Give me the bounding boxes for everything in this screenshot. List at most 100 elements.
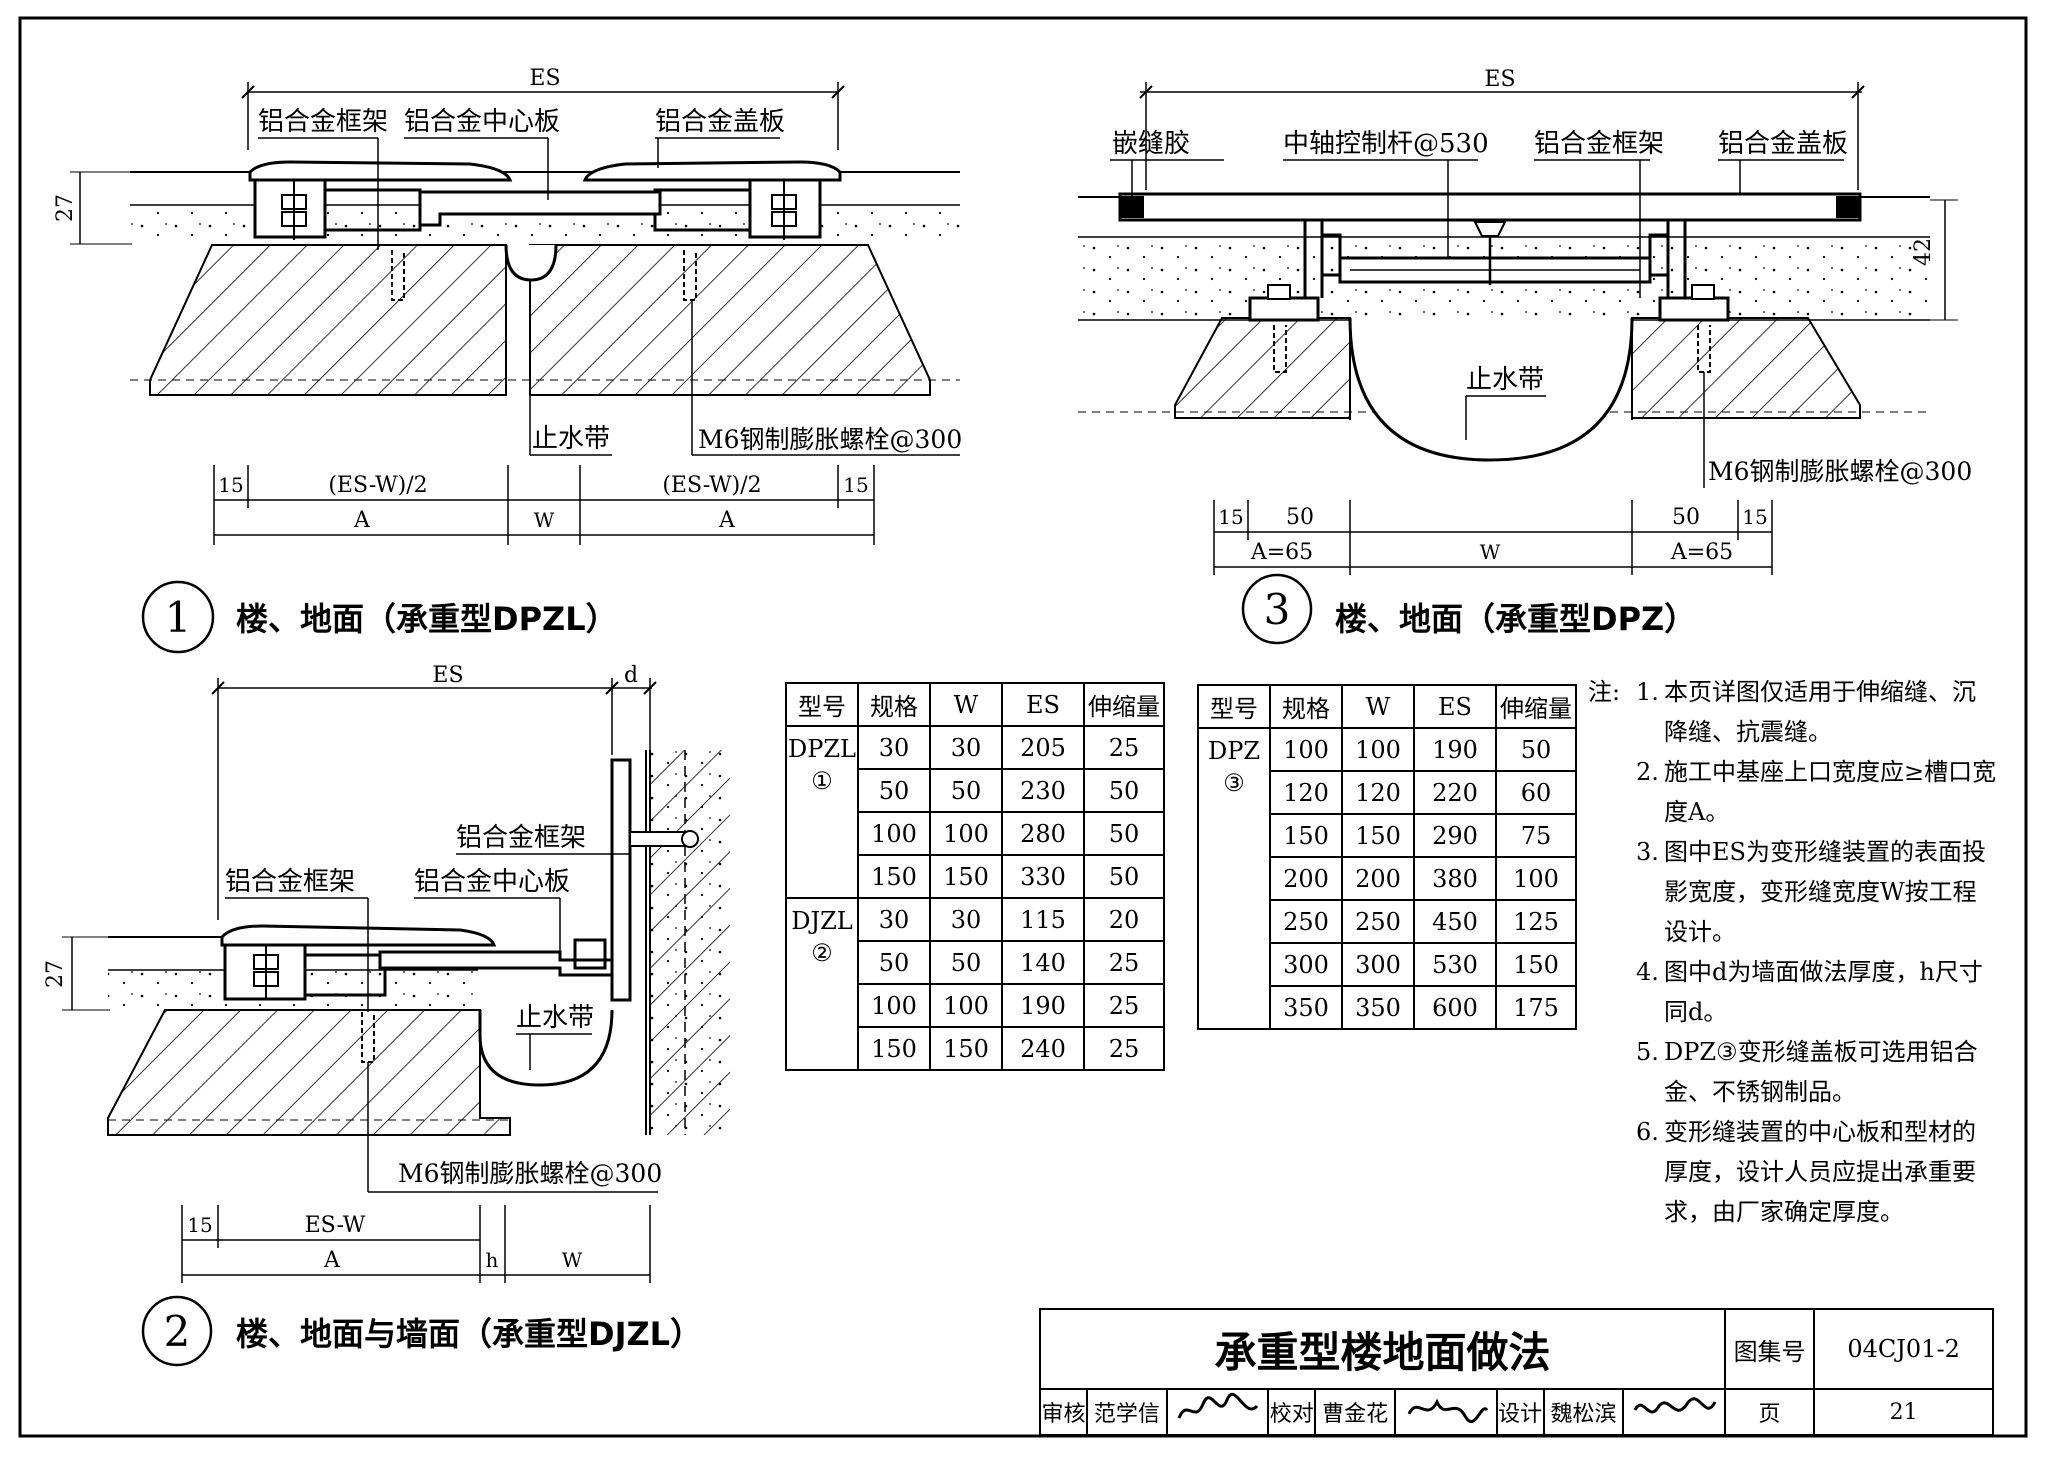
detail-number-circle — [1241, 573, 1313, 645]
title-block: 承重型楼地面做法 图集号 04CJ01-2 审核 范学信 校对 曹金花 设计 魏… — [1038, 1308, 1994, 1436]
label-rod: 中轴控制杆@530 — [1283, 129, 1489, 159]
cell-spec: 30 — [857, 725, 931, 770]
dim-es-w: ES-W — [305, 1213, 366, 1238]
spec-table-2: 型号 规格 W ES 伸缩量 DPZ ③ 100 100 190 50 120 … — [1197, 684, 1577, 1030]
label-waterstop: 止水带 — [1466, 365, 1544, 395]
cell-w: 100 — [1341, 727, 1415, 772]
detail-caption: 楼、地面（承重型DPZ） — [1335, 600, 1696, 638]
model-name: DJZL — [791, 907, 853, 935]
table-row: 100 100 280 50 — [786, 811, 1165, 856]
model-ref: ③ — [1223, 769, 1245, 797]
detail-2: ES d 27 铝合金框架 铝合金框架 铝合金中心板 止水带 M6钢制膨胀螺栓@… — [43, 663, 730, 1367]
concrete-slab-left — [1174, 317, 1351, 419]
cell-spec: 350 — [1269, 985, 1343, 1030]
note-text: 施工中基座上口宽度应≥槽口宽度A。 — [1664, 758, 1997, 826]
cell-expansion: 60 — [1495, 770, 1577, 815]
note-text: 变形缝装置的中心板和型材的厚度，设计人员应提出承重要求，由厂家确定厚度。 — [1664, 1118, 1976, 1226]
cell-w: 50 — [929, 768, 1003, 813]
note-number: 5. — [1636, 1038, 1659, 1066]
cell-es: 230 — [1001, 768, 1085, 813]
note-number: 6. — [1636, 1118, 1659, 1146]
sealant-right — [1836, 196, 1860, 218]
label-cover-plate: 铝合金盖板 — [655, 107, 785, 137]
detail-number: 1 — [165, 593, 192, 642]
check-label: 校对 — [1267, 1388, 1317, 1436]
header-model: 型号 — [785, 682, 859, 727]
cell-spec: 100 — [857, 811, 931, 856]
table-row: DPZL ① 30 30 205 25 — [785, 725, 1165, 899]
table-row: 150 150 290 75 — [1198, 813, 1577, 858]
table-row: 300 300 530 150 — [1198, 942, 1577, 987]
wall-frame — [610, 758, 632, 1002]
spec-table-1: 型号 规格 W ES 伸缩量 DPZL ① 30 30 205 25 50 50… — [785, 682, 1165, 1071]
cell-expansion: 150 — [1495, 942, 1577, 987]
dim-a-right: A — [718, 508, 736, 533]
label-waterstop: 止水带 — [532, 424, 610, 454]
dim-a: A — [323, 1248, 341, 1273]
detail-1: ES 27 铝合金框架 铝合金中心板 铝合金盖板 止水带 M6钢制膨胀螺栓@30… — [53, 66, 962, 654]
dim-50-left: 50 — [1286, 505, 1314, 530]
note-number: 4. — [1636, 958, 1659, 986]
table-row: 350 350 600 175 — [1198, 985, 1577, 1030]
note-item: 2.施工中基座上口宽度应≥槽口宽度A。 — [1636, 752, 1998, 832]
cell-w: 300 — [1341, 942, 1415, 987]
center-plate — [418, 190, 662, 227]
dim-w: W — [1480, 540, 1501, 564]
cell-es: 330 — [1001, 854, 1085, 899]
cell-spec: 50 — [857, 940, 931, 985]
cell-es: 280 — [1001, 811, 1085, 856]
table-row: 50 50 140 25 — [786, 940, 1165, 985]
atlas-number: 04CJ01-2 — [1813, 1308, 1994, 1390]
cell-w: 350 — [1341, 985, 1415, 1030]
label-bolt: M6钢制膨胀螺栓@300 — [698, 425, 962, 454]
note-text: DPZ③变形缝盖板可选用铝合金、不锈钢制品。 — [1664, 1038, 1978, 1106]
cell-es: 190 — [1001, 983, 1085, 1028]
table-row: 200 200 380 100 — [1198, 856, 1577, 901]
model-ref: ① — [811, 767, 833, 795]
dim-w: W — [562, 1248, 583, 1272]
page-label: 页 — [1723, 1388, 1816, 1436]
cell-spec: 100 — [857, 983, 931, 1028]
cell-spec: 150 — [1269, 813, 1343, 858]
note-number: 3. — [1636, 838, 1659, 866]
dim-50-right: 50 — [1672, 505, 1700, 530]
cell-w: 150 — [929, 1026, 1003, 1071]
cell-expansion: 50 — [1083, 854, 1165, 899]
model-ref: ② — [811, 939, 833, 967]
cell-w: 200 — [1341, 856, 1415, 901]
label-cover: 铝合金盖板 — [1718, 129, 1848, 159]
cell-expansion: 25 — [1083, 940, 1165, 985]
note-item: 6.变形缝装置的中心板和型材的厚度，设计人员应提出承重要求，由厂家确定厚度。 — [1636, 1112, 1998, 1232]
design-label: 设计 — [1495, 1388, 1545, 1436]
cell-es: 205 — [1001, 725, 1085, 770]
cell-spec: 30 — [857, 897, 931, 942]
cell-expansion: 100 — [1495, 856, 1577, 901]
label-bolt: M6钢制膨胀螺栓@300 — [398, 1159, 662, 1188]
table-row: 250 250 450 125 — [1198, 899, 1577, 944]
cell-w: 100 — [929, 983, 1003, 1028]
model-cell: DPZL ① — [785, 725, 859, 899]
detail-number: 2 — [164, 1307, 191, 1356]
cell-spec: 150 — [857, 1026, 931, 1071]
concrete-slab — [107, 1009, 511, 1136]
cell-w: 150 — [1341, 813, 1415, 858]
waterstop-3 — [1348, 317, 1634, 462]
note-item: 5.DPZ③变形缝盖板可选用铝合金、不锈钢制品。 — [1636, 1032, 1998, 1112]
cell-spec: 100 — [1269, 727, 1343, 772]
cell-es: 380 — [1413, 856, 1497, 901]
cell-spec: 200 — [1269, 856, 1343, 901]
cell-es: 115 — [1001, 897, 1085, 942]
d-dim-label: d — [624, 663, 638, 688]
checker-signature — [1394, 1388, 1498, 1436]
header-expansion: 伸缩量 — [1083, 682, 1165, 727]
detail-caption: 楼、地面（承重型DPZL） — [236, 600, 618, 638]
dim-42-label: 42 — [1911, 238, 1936, 266]
label-bolt: M6钢制膨胀螺栓@300 — [1708, 457, 1972, 486]
label-frame-lower: 铝合金框架 — [225, 867, 355, 897]
review-label: 审核 — [1038, 1388, 1089, 1436]
label-waterstop: 止水带 — [516, 1003, 594, 1033]
detail-number-circle — [141, 1295, 213, 1367]
drawing-title: 承重型楼地面做法 — [1039, 1308, 1726, 1390]
note-text: 图中ES为变形缝装置的表面投影宽度，变形缝宽度W按工程设计。 — [1664, 838, 1986, 946]
cell-es: 530 — [1413, 942, 1497, 987]
